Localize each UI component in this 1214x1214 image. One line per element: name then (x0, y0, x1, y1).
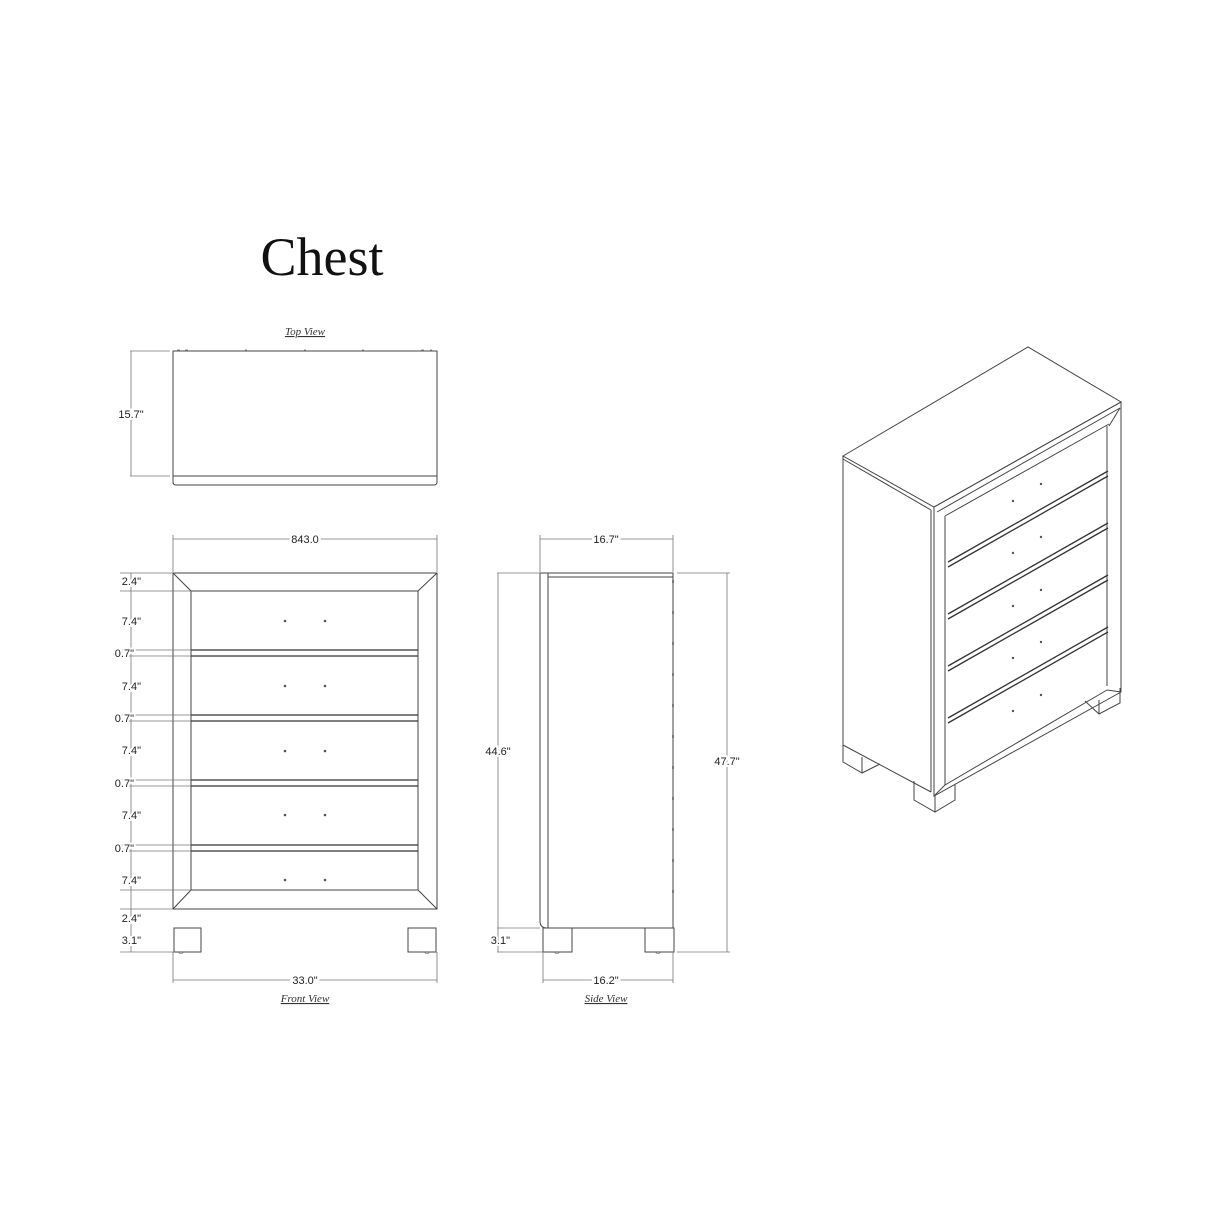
dim-drawer-1: 7.4" (122, 616, 141, 628)
top-view-label: Top View (285, 326, 326, 338)
page-title: Chest (260, 227, 383, 287)
side-body-height-dim: 44.6" (485, 746, 510, 758)
front-view: 843.0 (113, 532, 438, 1005)
dim-gap-4: 0.7" (115, 843, 134, 855)
dim-gap-3: 0.7" (115, 778, 134, 790)
dim-top-rail: 2.4" (122, 576, 141, 588)
side-bottom-depth-dim: 16.2" (593, 975, 618, 987)
dim-drawer-3: 7.4" (122, 745, 141, 757)
drawer-knobs (283, 619, 327, 882)
front-bottom-width-dim: 33.0" (292, 975, 317, 987)
dim-drawer-5: 7.4" (122, 875, 141, 887)
dim-legs: 3.1" (122, 935, 141, 947)
dim-bottom-rail: 2.4" (122, 913, 141, 925)
side-top-depth-dim: 16.7" (593, 534, 618, 546)
side-leg-height-dim: 3.1" (491, 935, 510, 947)
dim-gap-2: 0.7" (115, 713, 134, 725)
isometric-view (841, 346, 1123, 813)
top-view: Top View 15.7" (116, 326, 438, 486)
iso-drawer-knobs (1011, 482, 1043, 713)
top-depth-dim: 15.7" (118, 409, 143, 421)
dim-gap-1: 0.7" (115, 648, 134, 660)
front-view-label: Front View (280, 993, 330, 1005)
front-top-width-dim: 843.0 (291, 534, 319, 546)
side-view: 16.7" 44.6" 3.1" 47.7" 16.2" Side View (483, 532, 741, 1006)
dim-drawer-2: 7.4" (122, 681, 141, 693)
side-view-label: Side View (585, 993, 629, 1005)
dim-drawer-4: 7.4" (122, 810, 141, 822)
side-total-height-dim: 47.7" (714, 756, 739, 768)
